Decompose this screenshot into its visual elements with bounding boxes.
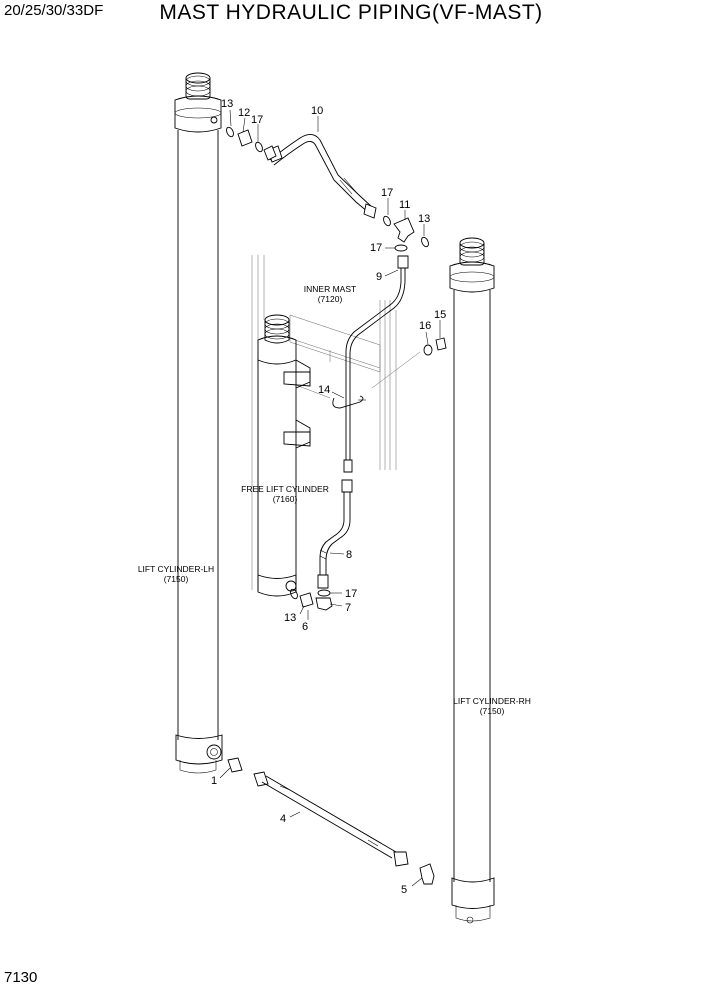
callout-17: 17 [370, 242, 382, 254]
free-lift-cylinder [257, 314, 311, 597]
callout-1: 1 [211, 775, 217, 787]
label-lift-rh: LIFT CYLINDER-RH [453, 696, 531, 706]
callout-14: 14 [318, 384, 330, 396]
callout-7: 7 [345, 602, 351, 614]
callout-16: 16 [419, 320, 431, 332]
page-number: 7130 [4, 969, 38, 986]
callout-17: 17 [345, 588, 357, 600]
label-free-lift-code: (7160) [273, 494, 298, 504]
lift-cylinder-lh [174, 72, 223, 774]
hose-4 [227, 757, 435, 885]
label-lift-rh-code: (7150) [480, 706, 505, 716]
callouts: 13 12 17 10 17 11 13 17 9 14 15 16 8 17 … [211, 98, 446, 896]
callout-11: 11 [399, 199, 410, 211]
fittings-top-left [226, 126, 277, 161]
callout-13: 13 [418, 213, 430, 225]
hose-10 [267, 134, 377, 219]
component-labels: INNER MAST (7120) FREE LIFT CYLINDER (71… [138, 284, 531, 716]
callout-15: 15 [434, 309, 446, 321]
hose-8 [317, 479, 353, 589]
model-number: 20/25/30/33DF [4, 2, 104, 19]
fittings-top-right [383, 215, 429, 252]
inner-mast-outline [251, 255, 421, 590]
lift-cylinder-rh [449, 237, 495, 924]
leader-lines [219, 109, 441, 887]
callout-6: 6 [302, 621, 308, 633]
label-lift-lh: LIFT CYLINDER-LH [138, 564, 214, 574]
callout-5: 5 [401, 884, 407, 896]
washer-nut [423, 337, 447, 356]
callout-13: 13 [221, 98, 233, 110]
label-lift-lh-code: (7150) [164, 574, 189, 584]
callout-13: 13 [284, 612, 296, 624]
fittings-free-lift [290, 588, 333, 611]
pipe-9 [332, 255, 409, 473]
callout-17: 17 [251, 114, 263, 126]
callout-17: 17 [381, 187, 393, 199]
callout-10: 10 [311, 105, 323, 117]
page-title: MAST HYDRAULIC PIPING(VF-MAST) [159, 1, 543, 24]
label-inner-mast-code: (7120) [318, 294, 343, 304]
callout-9: 9 [376, 271, 382, 283]
label-free-lift: FREE LIFT CYLINDER [241, 484, 329, 494]
callout-8: 8 [346, 549, 352, 561]
callout-12: 12 [238, 107, 250, 119]
label-inner-mast: INNER MAST [304, 284, 356, 294]
callout-4: 4 [280, 813, 286, 825]
